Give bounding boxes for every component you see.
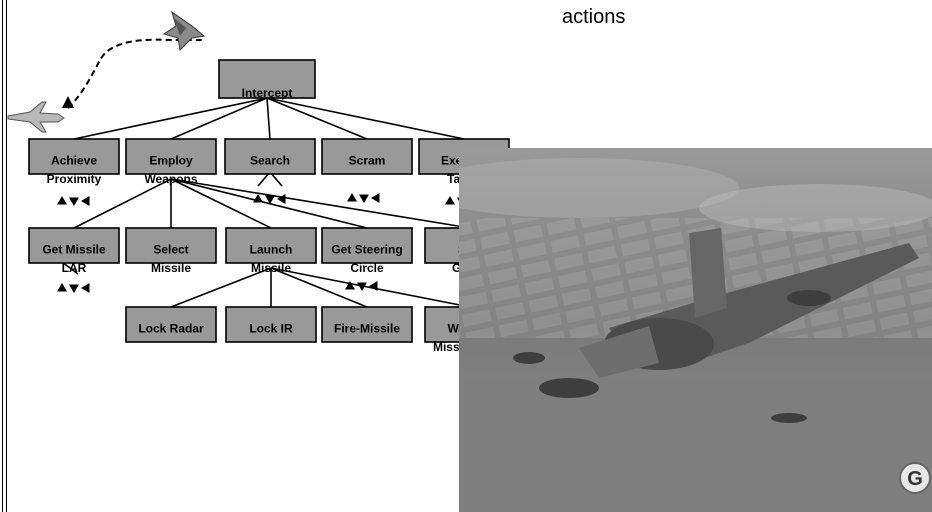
node-box xyxy=(28,138,120,175)
game-logo-letter: G xyxy=(907,468,923,490)
triangle-up-icon xyxy=(347,193,357,202)
left-border-inner xyxy=(6,0,7,512)
friendly-jet-icon xyxy=(7,101,65,133)
node-label-line2: Weapons xyxy=(144,172,197,186)
enemy-jet-icon xyxy=(162,10,206,52)
tree-edge xyxy=(270,267,368,308)
node-label: Scram xyxy=(349,154,386,168)
left-border xyxy=(2,0,3,512)
node-box xyxy=(125,306,217,343)
node-box xyxy=(225,306,317,343)
node-label-line2: Missile xyxy=(151,261,191,275)
tree-node-l1-0: Achieve xyxy=(28,138,120,175)
tree-edge xyxy=(266,97,465,140)
node-label-line2: LAR xyxy=(62,261,87,275)
triangle-up-icon xyxy=(57,196,67,205)
triangle-up-icon xyxy=(57,283,67,292)
triangle-up-icon xyxy=(253,194,263,203)
triangle-left-icon xyxy=(81,283,90,293)
tree-edge xyxy=(266,97,368,140)
node-label: Launch xyxy=(250,243,293,257)
node-label: Search xyxy=(250,154,290,168)
tree-node-l2-3: Get Steering xyxy=(321,227,413,264)
tree-node-root: Intercept xyxy=(218,59,316,100)
node-box xyxy=(224,138,316,175)
tree-edge xyxy=(170,178,368,229)
triangle-left-icon xyxy=(371,193,380,203)
node-box xyxy=(28,227,120,264)
heading-fragment: actions xyxy=(562,6,626,28)
node-box xyxy=(321,227,413,264)
node-box xyxy=(321,138,413,175)
tree-node-l3-1: Lock IR xyxy=(225,306,317,343)
node-label: Achieve xyxy=(51,154,97,168)
tree-node-l2-1: Select xyxy=(125,227,217,264)
tree-node-l1-2: Search xyxy=(224,138,316,175)
node-box xyxy=(218,59,316,99)
tree-edge xyxy=(170,97,268,140)
node-label: Intercept xyxy=(242,86,293,100)
game-logo xyxy=(899,462,931,494)
tree-node-l3-2: Fire-Missile xyxy=(321,306,413,343)
triangle-up-icon xyxy=(345,281,355,290)
node-label: Get Missile xyxy=(42,243,106,257)
tree-edge xyxy=(73,178,172,229)
node-label-line2: Missile xyxy=(251,261,291,275)
triangle-down-icon xyxy=(265,195,275,204)
triangle-left-icon xyxy=(81,196,90,206)
tree-edge xyxy=(170,267,272,308)
node-label-line2: Proximity xyxy=(47,172,102,186)
triangle-down-icon xyxy=(69,197,79,206)
tree-edge xyxy=(73,97,268,140)
node-label-line2: Circle xyxy=(350,261,384,275)
node-label: Employ xyxy=(149,154,193,168)
node-box xyxy=(225,227,317,264)
tree-edge xyxy=(170,178,272,229)
node-box xyxy=(321,306,413,343)
tree-edge xyxy=(266,97,271,140)
node-label: Lock IR xyxy=(249,322,293,336)
triangle-down-icon xyxy=(359,194,369,203)
flight-path-line xyxy=(67,38,205,109)
triangle-up-icon xyxy=(62,96,74,108)
triangle-down-icon xyxy=(69,284,79,293)
node-label: Fire-Missile xyxy=(334,322,400,336)
tree-edge xyxy=(170,178,471,229)
tree-node-l1-1: Employ xyxy=(125,138,217,175)
node-box xyxy=(125,227,217,264)
triangle-left-icon xyxy=(277,194,286,204)
tree-node-l2-2: Launch xyxy=(225,227,317,264)
tree-edge xyxy=(270,267,471,308)
fighter-jet-screenshot: G xyxy=(459,148,932,512)
fighter-jet-image xyxy=(579,228,919,378)
tree-edge xyxy=(61,261,79,275)
triangle-down-icon xyxy=(357,282,367,291)
tree-node-l3-0: Lock Radar xyxy=(125,306,217,343)
triangle-left-icon xyxy=(369,281,378,291)
node-label: Lock Radar xyxy=(138,322,204,336)
node-label: Get Steering xyxy=(331,243,402,257)
tree-node-l2-0: Get Missile xyxy=(28,227,120,264)
triangle-up-icon xyxy=(445,196,455,205)
node-label: Select xyxy=(153,243,188,257)
tree-node-l1-3: Scram xyxy=(321,138,413,175)
node-box xyxy=(125,138,217,175)
